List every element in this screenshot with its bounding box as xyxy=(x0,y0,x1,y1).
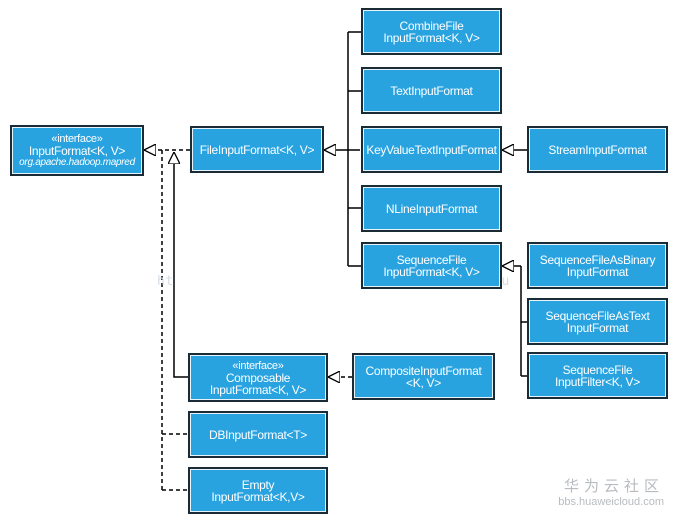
node-inputformat-stereotype: «interface» xyxy=(51,132,103,145)
node-sequencefile-line2: InputFormat<K, V> xyxy=(383,264,480,279)
brand-url: bbs.huaweicloud.com xyxy=(558,496,664,508)
node-dbinputformat[interactable]: DBInputFormat<T> xyxy=(188,411,328,458)
node-inputformat-package: org.apache.hadoop.mapred xyxy=(19,156,135,168)
node-textinputformat[interactable]: TextInputFormat xyxy=(361,67,502,114)
node-inputformat-name: InputFormat<K, V> xyxy=(28,143,126,158)
node-composite-line1: CompositeInputFormat xyxy=(365,363,482,378)
node-sequencefile-line1: SequenceFile xyxy=(396,252,467,267)
node-emptyinputformat[interactable]: Empty InputFormat<K,V> xyxy=(188,467,328,514)
node-keyvaluetext-name: KeyValueTextInputFormat xyxy=(366,142,497,157)
node-empty-line1: Empty xyxy=(241,477,275,492)
node-streaminputformat[interactable]: StreamInputFormat xyxy=(527,126,668,173)
node-sequencefileinputformat[interactable]: SequenceFile InputFormat<K, V> xyxy=(361,242,502,289)
node-sequencefileastextinputformat[interactable]: SequenceFileAsText InputFormat xyxy=(527,298,668,345)
node-combinefile-line1: CombineFile xyxy=(399,18,464,33)
node-dbinputformat-name: DBInputFormat<T> xyxy=(209,427,307,442)
node-composable-line2: InputFormat<K, V> xyxy=(209,382,307,397)
node-seqasbinary-line2: InputFormat xyxy=(566,264,629,279)
node-sequencefileinputfilter[interactable]: SequenceFile InputFilter<K, V> xyxy=(527,352,668,399)
node-composite-line2: <K, V> xyxy=(406,375,441,390)
node-empty-line2: InputFormat<K,V> xyxy=(211,489,305,504)
node-seqinputfilter-line2: InputFilter<K, V> xyxy=(555,374,640,389)
node-composable-line1: Composable xyxy=(225,370,291,385)
node-keyvaluetextinputformat[interactable]: KeyValueTextInputFormat xyxy=(361,126,502,173)
node-composable-stereotype: «interface» xyxy=(232,359,284,372)
node-seqasbinary-line1: SequenceFileAsBinary xyxy=(539,252,656,267)
node-textinputformat-name: TextInputFormat xyxy=(390,83,473,98)
node-inputformat[interactable]: «interface» InputFormat<K, V> org.apache… xyxy=(10,125,144,176)
edge-composable-to-inputformat xyxy=(174,152,188,378)
node-sequencefileasbinaryinputformat[interactable]: SequenceFileAsBinary InputFormat xyxy=(527,242,668,289)
node-fileinputformat-name: FileInputFormat<K, V> xyxy=(199,142,315,157)
node-streaminputformat-name: StreamInputFormat xyxy=(548,142,647,157)
node-combinefileinputformat[interactable]: CombineFile InputFormat<K, V> xyxy=(361,8,502,55)
node-combinefile-line2: InputFormat<K, V> xyxy=(383,30,480,45)
node-seqastext-line2: InputFormat xyxy=(566,320,629,335)
node-composableinputformat[interactable]: «interface» Composable InputFormat<K, V> xyxy=(188,353,328,402)
node-nlineinputformat[interactable]: NLineInputFormat xyxy=(361,185,502,232)
node-seqastext-line1: SequenceFileAsText xyxy=(545,308,650,323)
watermark-left: ht xyxy=(157,274,174,289)
brand-name-cn: 华为云社区 xyxy=(563,477,664,495)
node-seqinputfilter-line1: SequenceFile xyxy=(562,362,633,377)
node-compositeinputformat[interactable]: CompositeInputFormat <K, V> xyxy=(352,353,495,400)
node-nlineinputformat-name: NLineInputFormat xyxy=(385,201,478,216)
node-fileinputformat[interactable]: FileInputFormat<K, V> xyxy=(190,126,324,173)
